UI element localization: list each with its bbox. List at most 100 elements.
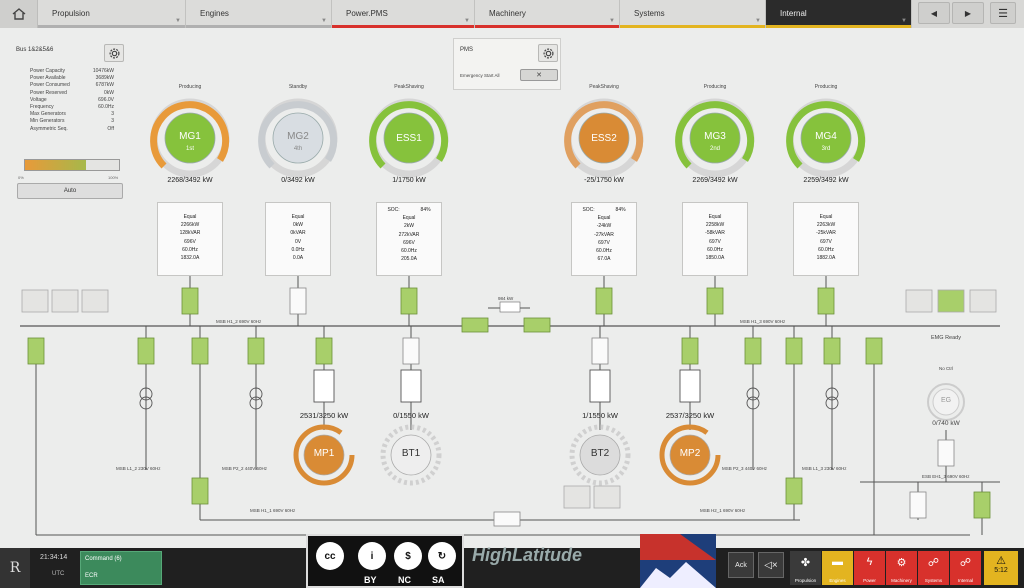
consumer-bt1[interactable] [378,422,444,488]
speaker-mute-icon: ◁× [764,559,778,571]
consumer-mp2[interactable] [657,422,723,488]
flag-logo-icon [640,534,716,588]
nav-tab-status-bar [620,25,765,28]
emg-power: 0/740 kW [932,420,960,427]
generator-mg3[interactable] [673,96,757,180]
load-bar-fill [25,160,87,170]
gen-state: Producing [703,84,727,90]
command-title: Command (6) [85,556,122,562]
bus-label-esb: ESB EH1_3 690V 60Hz [922,474,970,479]
bottom-tab-label: Machinery [891,578,912,583]
gen-power: 0/3492 kW [281,177,315,184]
bottom-tab-icon: ✤ [800,557,811,569]
ack-button[interactable]: Ack [728,552,754,578]
back-button[interactable]: ◀ [918,2,950,24]
menu-button[interactable]: ☰ [990,2,1016,24]
generator-ess2[interactable] [562,96,646,180]
nav-tab-3[interactable]: Machinery▼ [475,0,620,28]
bottom-tab-icon: ▬ [832,556,843,568]
gen-info-line: 272kVAR [398,231,420,238]
gen-info-line: Equal [291,214,305,220]
nav-tab-2[interactable]: Power.PMS▼ [332,0,475,28]
nav-tab-5[interactable]: Internal▼ [766,0,912,28]
param-value: 696.0V [98,96,114,103]
gen-info-line: 2258kW [705,222,725,229]
nav-tab-label: Propulsion [52,9,90,18]
gen-state: Standby [288,84,308,90]
nav-tab-label: Engines [200,9,229,18]
bus-label-l23: MSB L1_3 230V 60Hz [802,466,847,471]
gen-info-line: 67.0A [597,256,611,263]
home-button[interactable] [0,0,38,28]
gen-info-line: Equal [183,214,197,220]
gear-icon [542,47,554,59]
soc-row: SOC:84% [572,206,636,214]
gen-info-line: 60.0Hz [401,248,417,255]
chevron-down-icon: ▼ [901,18,907,24]
bottom-tab-label: Propulsion [794,578,817,583]
consumer-mp1[interactable] [291,422,357,488]
param-value: 3 [111,111,114,118]
chevron-down-icon: ▼ [321,18,327,24]
bottom-tab-propulsion[interactable]: ✤ Propulsion [790,551,821,585]
nc-icon: $ [394,542,422,570]
mute-button[interactable]: ◁× [758,552,784,578]
gen-name: MG2 [287,131,309,142]
gen-info-line: 128kVAR [179,230,201,237]
generator-mg2[interactable] [256,96,340,180]
param-label: Power Capacity [30,68,66,74]
nav-tab-0[interactable]: Propulsion▼ [38,0,186,28]
nav-tab-status-bar [332,25,474,28]
bottom-tab-icon: ⚙ [896,557,907,569]
gen-info-line: Equal [402,215,416,222]
bottom-tab-label: Engines [829,578,846,583]
nav-arrows: ◀ ▶ [918,2,984,24]
gen-info-line: 697V [709,238,721,245]
soc-value: 84% [615,207,626,213]
generator-mg4[interactable] [784,96,868,180]
consumer-bt2[interactable] [567,422,633,488]
param-value: 0kW [104,89,114,96]
emergency-start-toggle[interactable]: ✕ [520,69,558,81]
bottom-tab-label: Power [863,578,876,583]
param-label: Frequency [30,103,54,110]
gen-name: MG1 [179,131,201,142]
gen-state: Producing [178,84,202,90]
nav-tab-status-bar [475,25,619,28]
generator-ess1[interactable] [367,96,451,180]
generator-mg1[interactable] [148,96,232,180]
nav-tab-1[interactable]: Engines ▼ [186,0,332,28]
pms-settings-button[interactable] [538,44,558,62]
command-button[interactable]: Command (6) ECR [80,551,162,585]
auto-mode-button[interactable]: Auto [17,183,123,199]
emg-generator[interactable] [926,382,966,422]
bottom-tab-machinery[interactable]: ⚙ Machinery [886,551,917,585]
gen-info-line: 60.0Hz [596,248,612,255]
consumer-name: MP2 [679,448,701,459]
nav-tab-4[interactable]: Systems▼ [620,0,766,28]
param-label: Max Generators [30,111,66,118]
alarm-button[interactable]: ⚠ 5:12 [984,551,1018,585]
bottom-tab-internal[interactable]: ☍Internal [950,551,981,585]
forward-button[interactable]: ▶ [952,2,984,24]
bus-settings-button[interactable] [104,44,124,62]
consumer-power: 1/1550 kW [582,411,618,420]
bottom-tab-engines[interactable]: ▬ Engines [822,551,853,585]
watermark: HighLatitude [472,545,582,565]
single-line-diagram [20,244,1000,536]
bus-label-msb3: MSB H1_3 690V 60Hz [740,319,786,324]
gen-info-line: 0.0A [292,255,304,262]
gen-info-line: 205.0A [401,256,417,263]
gen-info-line: 60.0Hz [818,246,834,253]
emergency-start-label: Emergency Start All [460,73,500,78]
bottom-tab-systems[interactable]: ☍Systems [918,551,949,585]
gen-info-line: Equal [819,214,833,220]
license-by: BY [364,575,377,585]
gen-name: MG4 [815,131,837,142]
